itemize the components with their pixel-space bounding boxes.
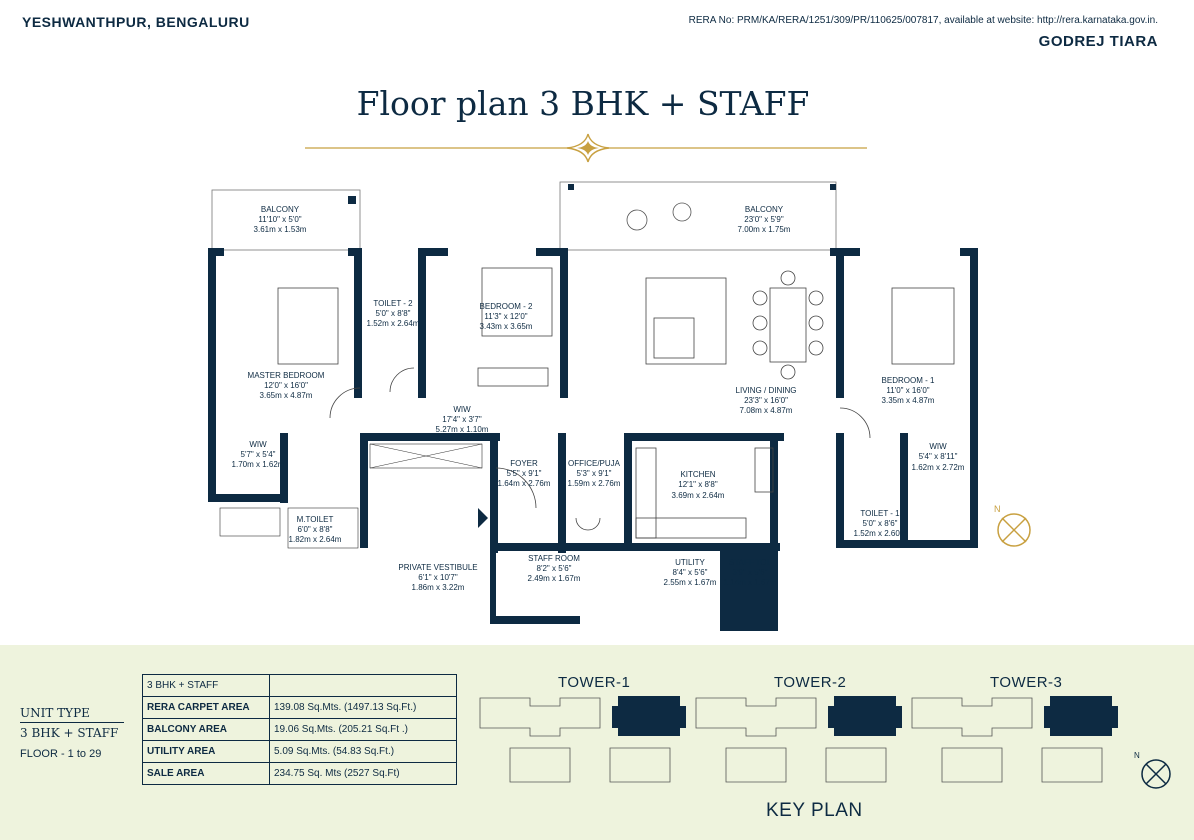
floor-plan-drawing: BALCONY 11'10" x 5'0" 3.61m x 1.53m BALC… bbox=[208, 181, 978, 631]
unit-type-heading: UNIT TYPE bbox=[20, 706, 90, 720]
svg-text:1.82m x 2.64m: 1.82m x 2.64m bbox=[289, 535, 342, 544]
unit-floor-range: FLOOR - 1 to 29 bbox=[20, 748, 102, 760]
svg-text:5'7" x 5'4": 5'7" x 5'4" bbox=[241, 450, 276, 459]
table-row: SALE AREA 234.75 Sq. Mts (2527 Sq.Ft) bbox=[142, 762, 457, 785]
svg-text:8'2" x 5'6": 8'2" x 5'6" bbox=[537, 564, 572, 573]
svg-text:5'4" x 8'11": 5'4" x 8'11" bbox=[919, 452, 958, 461]
key-plan-drawing bbox=[479, 696, 1118, 783]
svg-text:1.64m x 2.76m: 1.64m x 2.76m bbox=[498, 479, 551, 488]
svg-text:11'0" x 16'0": 11'0" x 16'0" bbox=[886, 386, 929, 395]
area-table-heading-row: 3 BHK + STAFF bbox=[142, 674, 457, 697]
key-plan-label: KEY PLAN bbox=[766, 800, 863, 821]
tower-1-label: TOWER-1 bbox=[558, 674, 631, 691]
svg-text:1.70m x 1.62m: 1.70m x 1.62m bbox=[232, 460, 285, 469]
svg-text:5'0" x 8'8": 5'0" x 8'8" bbox=[376, 309, 411, 318]
tower-2-label: TOWER-2 bbox=[774, 674, 847, 691]
toilet-2-label: TOILET - 2 bbox=[373, 299, 413, 308]
toilet-1-label: TOILET - 1 bbox=[860, 509, 900, 518]
unit-type-value: 3 BHK + STAFF bbox=[20, 726, 119, 740]
staff-toilet-label: STAFF TOI. bbox=[729, 558, 771, 567]
kitchen-label: KITCHEN bbox=[680, 470, 715, 479]
svg-text:12'0" x 16'0": 12'0" x 16'0" bbox=[264, 381, 308, 390]
master-bedroom-label: MASTER BEDROOM bbox=[248, 371, 325, 380]
m-toilet-label: M.TOILET bbox=[297, 515, 334, 524]
key-plan-compass-icon: N bbox=[1134, 751, 1171, 789]
utility-label: UTILITY bbox=[675, 558, 705, 567]
svg-text:2.55m x 1.67m: 2.55m x 1.67m bbox=[664, 578, 717, 587]
balcony-2-label: BALCONY bbox=[745, 205, 784, 214]
svg-text:5'3" x 9'1": 5'3" x 9'1" bbox=[577, 469, 612, 478]
svg-text:3.61m x 1.53m: 3.61m x 1.53m bbox=[254, 225, 307, 234]
svg-text:23'3" x 16'0": 23'3" x 16'0" bbox=[744, 396, 788, 405]
svg-text:1.52m x 2.64m: 1.52m x 2.64m bbox=[367, 319, 420, 328]
table-row: RERA CARPET AREA 139.08 Sq.Mts. (1497.13… bbox=[142, 696, 457, 719]
title-ornament bbox=[305, 133, 867, 163]
office-puja-label: OFFICE/PUJA bbox=[568, 459, 621, 468]
svg-text:3.43m x 3.65m: 3.43m x 3.65m bbox=[480, 322, 533, 331]
svg-text:6'0" x 8'8": 6'0" x 8'8" bbox=[298, 525, 333, 534]
svg-text:N: N bbox=[994, 504, 1001, 514]
staff-room-label: STAFF ROOM bbox=[528, 554, 580, 563]
wiw-left-label: WIW bbox=[249, 440, 267, 449]
key-plan-highlighted-units bbox=[612, 696, 1118, 736]
balcony-2-outline bbox=[559, 181, 837, 251]
svg-text:1.52m x 2.60m: 1.52m x 2.60m bbox=[854, 529, 907, 538]
living-dining-label: LIVING / DINING bbox=[736, 386, 797, 395]
rera-number: RERA No: PRM/KA/RERA/1251/309/PR/110625/… bbox=[688, 15, 1158, 26]
north-compass-icon: N bbox=[994, 504, 1031, 547]
svg-text:8'4" x 5'6": 8'4" x 5'6" bbox=[673, 568, 708, 577]
svg-text:23'0" x 5'9": 23'0" x 5'9" bbox=[744, 215, 784, 224]
svg-text:2.49m x 1.67m: 2.49m x 1.67m bbox=[528, 574, 581, 583]
svg-text:7.00m x 1.75m: 7.00m x 1.75m bbox=[738, 225, 791, 234]
exterior-walls bbox=[208, 248, 978, 631]
svg-text:N: N bbox=[1134, 751, 1140, 760]
furniture bbox=[277, 267, 955, 531]
svg-text:5'5" x 9'1": 5'5" x 9'1" bbox=[507, 469, 542, 478]
wiw-right-label: WIW bbox=[929, 442, 947, 451]
svg-text:11'3" x 12'0": 11'3" x 12'0" bbox=[484, 312, 527, 321]
table-row: UTILITY AREA 5.09 Sq.Mts. (54.83 Sq.Ft.) bbox=[142, 740, 457, 763]
wiw-center-label: WIW bbox=[453, 405, 471, 414]
svg-text:1.59m x 2.76m: 1.59m x 2.76m bbox=[568, 479, 621, 488]
balcony-1-outline bbox=[211, 189, 361, 251]
private-vestibule-label: PRIVATE VESTIBULE bbox=[398, 563, 477, 572]
svg-text:5.27m x 1.10m: 5.27m x 1.10m bbox=[436, 425, 489, 434]
project-location: YESHWANTHPUR, BENGALURU bbox=[22, 14, 250, 30]
bedroom-1-label: BEDROOM - 1 bbox=[882, 376, 935, 385]
foyer-label: FOYER bbox=[510, 459, 538, 468]
svg-text:3.69m x 2.64m: 3.69m x 2.64m bbox=[672, 491, 725, 500]
room-labels: BALCONY 11'10" x 5'0" 3.61m x 1.53m BALC… bbox=[232, 205, 965, 592]
svg-text:1.62m x 2.72m: 1.62m x 2.72m bbox=[912, 463, 965, 472]
svg-text:3.65m x 4.87m: 3.65m x 4.87m bbox=[260, 391, 313, 400]
page-title: Floor plan 3 BHK + STAFF bbox=[356, 84, 810, 123]
bedroom-2-label: BEDROOM - 2 bbox=[480, 302, 533, 311]
svg-text:3'9" x 5'6": 3'9" x 5'6" bbox=[733, 568, 768, 577]
svg-text:7.08m x 4.87m: 7.08m x 4.87m bbox=[740, 406, 793, 415]
area-table: 3 BHK + STAFF RERA CARPET AREA 139.08 Sq… bbox=[142, 674, 457, 785]
unit-divider bbox=[20, 722, 124, 723]
area-table-heading: 3 BHK + STAFF bbox=[142, 674, 270, 697]
svg-text:11'10" x 5'0": 11'10" x 5'0" bbox=[258, 215, 301, 224]
table-row: BALCONY AREA 19.06 Sq.Mts. (205.21 Sq.Ft… bbox=[142, 718, 457, 741]
tower-3-label: TOWER-3 bbox=[990, 674, 1063, 691]
svg-text:1.14m x 1.67m: 1.14m x 1.67m bbox=[724, 578, 777, 587]
svg-text:17'4" x 3'7": 17'4" x 3'7" bbox=[442, 415, 482, 424]
svg-text:3.35m x 4.87m: 3.35m x 4.87m bbox=[882, 396, 935, 405]
svg-text:5'0" x 8'6": 5'0" x 8'6" bbox=[863, 519, 898, 528]
svg-text:12'1" x 8'8": 12'1" x 8'8" bbox=[678, 480, 718, 489]
project-name: GODREJ TIARA bbox=[1038, 33, 1158, 50]
balcony-1-label: BALCONY bbox=[261, 205, 300, 214]
svg-text:6'1" x 10'7": 6'1" x 10'7" bbox=[418, 573, 458, 582]
svg-text:1.86m x 3.22m: 1.86m x 3.22m bbox=[412, 583, 465, 592]
